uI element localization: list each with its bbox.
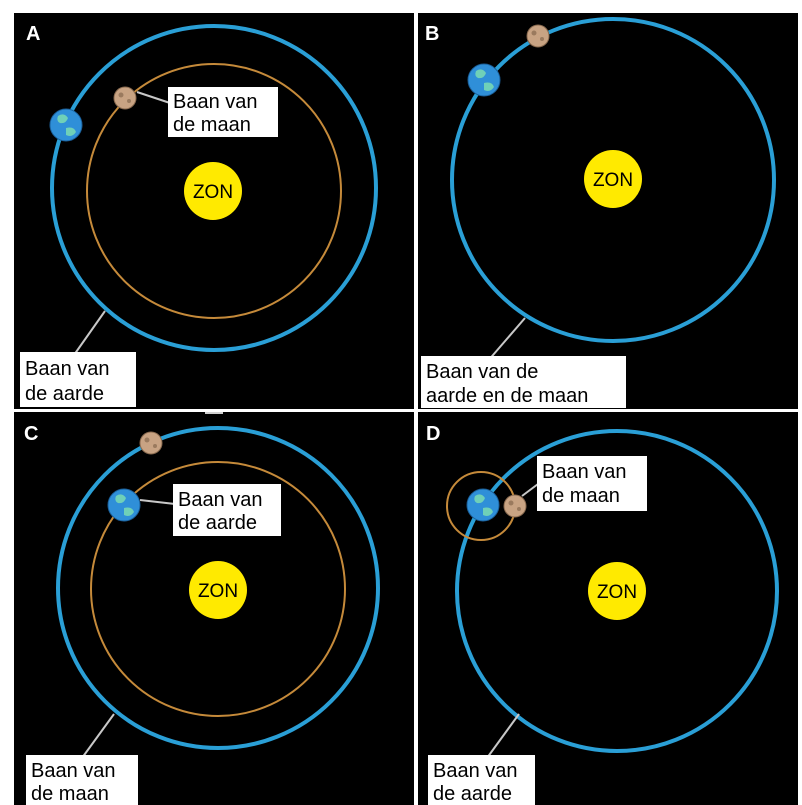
- panel-a: A ZON Baan van de maan Baan van de aarde: [14, 13, 414, 409]
- panel-a-letter: A: [26, 23, 40, 45]
- sun: [588, 562, 646, 620]
- earth-orbit-leader-line: [486, 713, 520, 759]
- panel-c: C ZON Baan van de aarde Baan van de maan: [14, 412, 414, 805]
- shared-orbit-label-line-2: aarde en de maan: [426, 385, 588, 407]
- earth-orbit-label: Baan van de aarde: [20, 352, 136, 407]
- earth-icon: [466, 488, 500, 522]
- sun: [184, 162, 242, 220]
- panel-b-letter: B: [425, 23, 439, 45]
- moon-orbit-label: Baan van de maan: [168, 87, 278, 137]
- sun-label: ZON: [597, 582, 637, 603]
- moon-orbit: [56, 426, 380, 750]
- moon-icon: [113, 86, 137, 110]
- moon-orbit-label: Baan van de maan: [537, 456, 647, 511]
- panel-d-letter: D: [426, 423, 440, 445]
- earth-orbit-leader-line: [139, 499, 176, 505]
- earth-icon: [107, 488, 141, 522]
- shared-orbit: [450, 17, 776, 343]
- moon-orbit-label: Baan van de maan: [26, 755, 138, 805]
- earth-orbit-label: Baan van de aarde: [428, 755, 535, 805]
- earth-orbit-label-line-1: Baan van: [25, 358, 110, 380]
- earth-icon: [49, 108, 83, 142]
- moon-orbit-label-line-1: Baan van: [173, 91, 258, 113]
- earth-orbit-label-line-2: de aarde: [25, 383, 104, 405]
- sun-label: ZON: [593, 170, 633, 191]
- separator-mark: [205, 412, 223, 414]
- shared-orbit-label: Baan van de aarde en de maan: [421, 356, 626, 408]
- moon-icon: [139, 431, 163, 455]
- earth-icon: [467, 63, 501, 97]
- moon-orbit: [86, 63, 342, 319]
- panel-d: D ZON Baan van de maan Baan van de aarde: [418, 412, 798, 805]
- moon-orbit-label-line-1: Baan van: [31, 760, 116, 782]
- earth-orbit-label-line-2: de aarde: [178, 512, 257, 534]
- moon-icon: [526, 24, 550, 48]
- moon-orbit-leader-line: [136, 91, 171, 104]
- earth-orbit-label-line-1: Baan van: [178, 489, 263, 511]
- shared-orbit-label-line-1: Baan van de: [426, 361, 538, 383]
- moon-icon: [503, 494, 527, 518]
- earth-orbit-label-line-2: de aarde: [433, 783, 512, 805]
- moon-orbit-label-line-2: de maan: [31, 783, 109, 805]
- earth-orbit-label: Baan van de aarde: [173, 484, 281, 536]
- earth-orbit: [455, 429, 779, 753]
- earth-orbit: [90, 461, 346, 717]
- panel-c-letter: C: [24, 423, 38, 445]
- earth-orbit: [50, 24, 378, 352]
- earth-orbit-leader-line: [73, 310, 106, 356]
- moon-orbit-label-line-2: de maan: [542, 485, 620, 507]
- panel-b: B ZON Baan van de aarde en de maan: [418, 13, 798, 409]
- earth-orbit-label-line-1: Baan van: [433, 760, 518, 782]
- moon-orbit-leader-line: [81, 713, 115, 759]
- sun: [584, 150, 642, 208]
- sun-label: ZON: [198, 581, 238, 602]
- moon-orbit-label-line-2: de maan: [173, 114, 251, 136]
- moon-orbit-label-line-1: Baan van: [542, 461, 627, 483]
- sun: [189, 561, 247, 619]
- sun-label: ZON: [193, 182, 233, 203]
- shared-orbit-leader-line: [486, 317, 526, 363]
